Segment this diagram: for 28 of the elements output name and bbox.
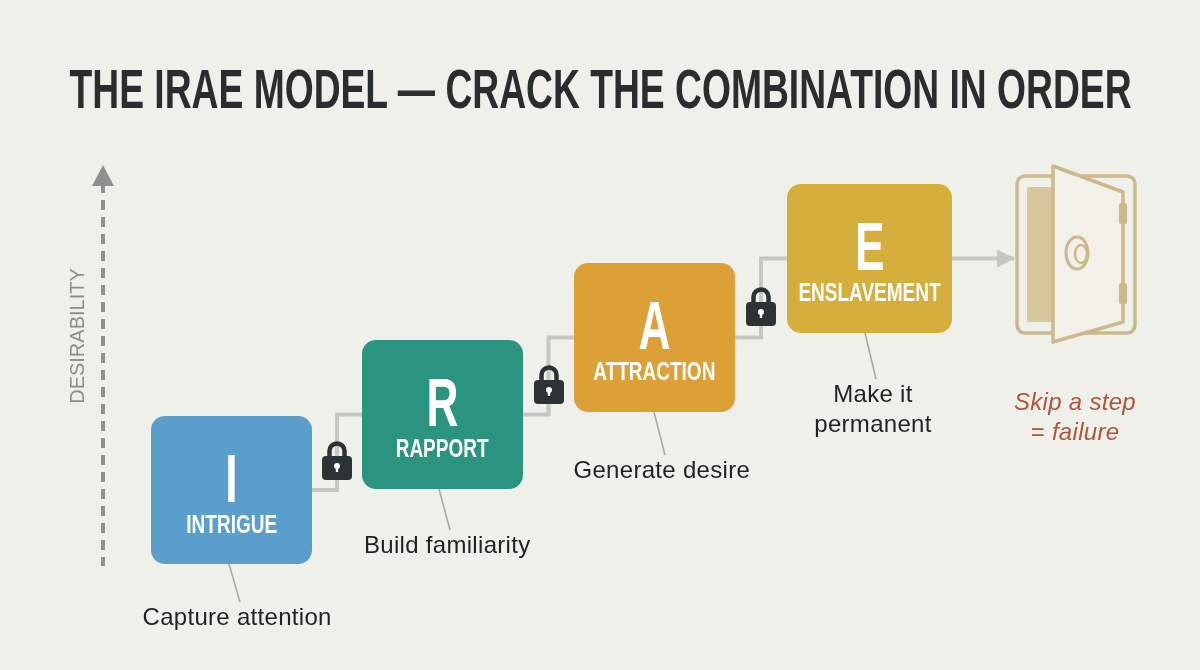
title: THE IRAE MODEL — CRACK THE COMBINATION IN ORDER xyxy=(69,61,1132,117)
step-title: INTRIGUE xyxy=(186,511,277,537)
leader-line xyxy=(228,563,241,603)
leader-line xyxy=(653,411,666,456)
leader-line xyxy=(438,488,451,531)
safe-drawing xyxy=(1014,163,1138,345)
caption-text: Build familiarity xyxy=(364,530,531,560)
axis-label: DESIRABILITY xyxy=(66,268,87,404)
caption-text: Generate desire xyxy=(573,455,751,485)
step-box xyxy=(574,263,735,412)
connector-line xyxy=(523,335,574,417)
step-box xyxy=(151,416,312,564)
step-box xyxy=(362,340,523,489)
leader-line xyxy=(864,332,877,380)
step-letter: E xyxy=(854,212,885,280)
step-title: ATTRACTION xyxy=(593,359,716,384)
caption-text: Capture attention xyxy=(142,602,332,632)
step-letter: I xyxy=(225,443,238,512)
connector-line xyxy=(312,412,362,492)
step-letter: R xyxy=(426,368,459,436)
step-box xyxy=(787,184,952,333)
arrow xyxy=(952,249,1015,268)
step-title: ENSLAVEMENT xyxy=(798,280,941,305)
step-title: RAPPORT xyxy=(396,436,489,461)
step-letter: A xyxy=(638,291,671,359)
note-text: Skip a step = failure xyxy=(1012,387,1137,447)
caption-text: Make it permanent xyxy=(803,379,943,439)
connector-line xyxy=(735,256,787,340)
